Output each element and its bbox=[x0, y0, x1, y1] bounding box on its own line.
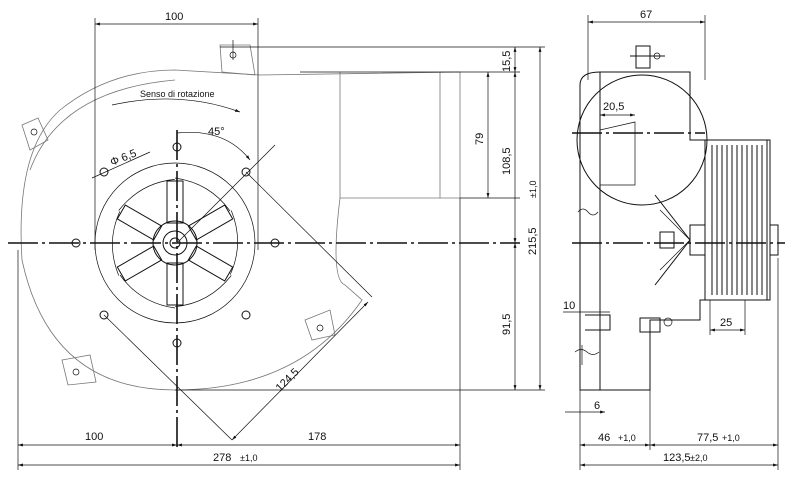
dim-top-100: 100 bbox=[165, 11, 183, 23]
side-dim-67: 67 bbox=[640, 9, 652, 21]
housing-outline bbox=[20, 69, 461, 391]
side-dim-46: 46 bbox=[598, 432, 610, 444]
dim-v-15: 15,5 bbox=[501, 51, 513, 72]
side-housing bbox=[579, 71, 771, 391]
dim-total-tol: ±1,0 bbox=[240, 453, 257, 463]
side-dim-123-tol: ±2,0 bbox=[690, 453, 707, 463]
side-dim-77-tol: +1,0 bbox=[722, 433, 740, 443]
impeller bbox=[112, 177, 238, 309]
rotation-label: Senso di rotazione bbox=[140, 89, 215, 99]
outlet-circle bbox=[576, 74, 708, 206]
side-dim-77: 77,5 bbox=[697, 432, 718, 444]
dim-angle: 45° bbox=[208, 126, 225, 138]
side-dim-46-tol: +1,0 bbox=[618, 433, 636, 443]
dim-bottom-100: 100 bbox=[85, 431, 103, 443]
mounting-lug-bottom bbox=[61, 354, 97, 386]
motor-fins bbox=[711, 145, 763, 295]
motor-body bbox=[704, 139, 768, 301]
side-dim-6: 6 bbox=[594, 400, 600, 412]
side-dim-123: 123,5 bbox=[663, 452, 691, 464]
mounting-lug-left bbox=[21, 117, 49, 151]
dim-v-108: 108,5 bbox=[501, 147, 513, 175]
dim-bottom-178: 178 bbox=[308, 431, 326, 443]
side-dim-10: 10 bbox=[563, 300, 575, 312]
dim-v-79: 79 bbox=[474, 133, 486, 145]
dim-v-91: 91,5 bbox=[501, 314, 513, 335]
side-dim-25: 25 bbox=[720, 317, 732, 329]
dim-hole: Φ 6,5 bbox=[109, 147, 139, 168]
dim-total-278: 278 bbox=[213, 452, 231, 464]
side-view: 67 bbox=[563, 9, 785, 470]
mounting-lug-top bbox=[219, 44, 256, 76]
dim-v-215: 215,5 bbox=[527, 227, 539, 255]
front-view: Senso di rotazione bbox=[8, 11, 545, 470]
side-dim-20: 20,5 bbox=[603, 101, 624, 113]
dim-v-215-tol: ±1,0 bbox=[528, 181, 538, 198]
